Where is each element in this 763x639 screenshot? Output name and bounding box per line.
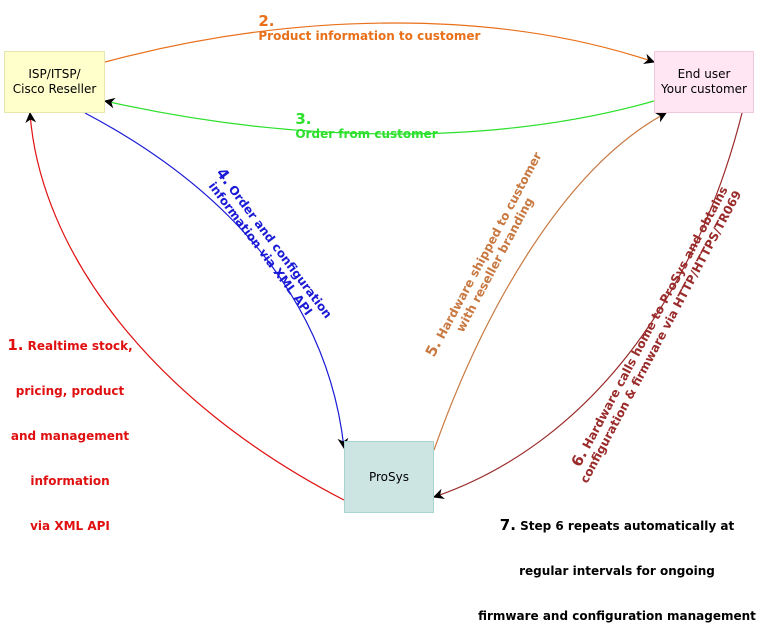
arrow-step-4 [84, 112, 349, 450]
label-step-7-num: 7. [499, 516, 516, 534]
label-step-7: 7. Step 6 repeats automatically at regul… [472, 488, 762, 639]
arrow-step-1 [25, 111, 345, 501]
node-isp-line1: ISP/ITSP/ [28, 67, 81, 81]
label-step-7-line-0: Step 6 repeats automatically at [520, 519, 735, 533]
label-step-2-num: 2. [258, 12, 275, 30]
node-prosys-label: ProSys [368, 469, 409, 484]
label-step-1-line-4: via XML API [30, 519, 110, 533]
node-isp-line2: Cisco Reseller [12, 82, 97, 96]
label-step-1-line-2: and management [10, 429, 130, 443]
node-isp-reseller: ISP/ITSP/ Cisco Reseller [4, 51, 105, 113]
arrow-step-2 [104, 22, 656, 65]
arrow-step-3 [103, 97, 655, 135]
label-step-3-text: Order from customer [295, 127, 438, 141]
arrow-step-5 [433, 112, 667, 451]
node-end-user-line1: End user [677, 67, 731, 81]
label-step-1: 1. Realtime stock, pricing, product and … [0, 308, 140, 549]
node-end-user-line2: Your customer [661, 82, 747, 96]
arrow-step-6 [432, 112, 743, 499]
label-step-1-num: 1. [7, 336, 24, 354]
label-step-3: 3. Order from customer [287, 98, 438, 142]
label-step-1-line-3: information [30, 474, 110, 488]
node-prosys: ProSys [344, 441, 434, 513]
label-step-7-line-2: firmware and configuration management [478, 609, 756, 623]
label-step-2: 2. Product information to customer [250, 0, 481, 44]
label-step-1-line-1: pricing, product [15, 384, 125, 398]
workflow-diagram [25, 22, 743, 501]
label-step-7-line-1: regular intervals for ongoing [519, 564, 715, 578]
label-step-2-text: Product information to customer [258, 29, 481, 43]
label-step-1-line-0: Realtime stock, [27, 339, 133, 353]
node-end-user: End user Your customer [654, 51, 754, 113]
label-step-3-num: 3. [295, 110, 312, 128]
label-step-5-num: 5. [421, 337, 446, 360]
